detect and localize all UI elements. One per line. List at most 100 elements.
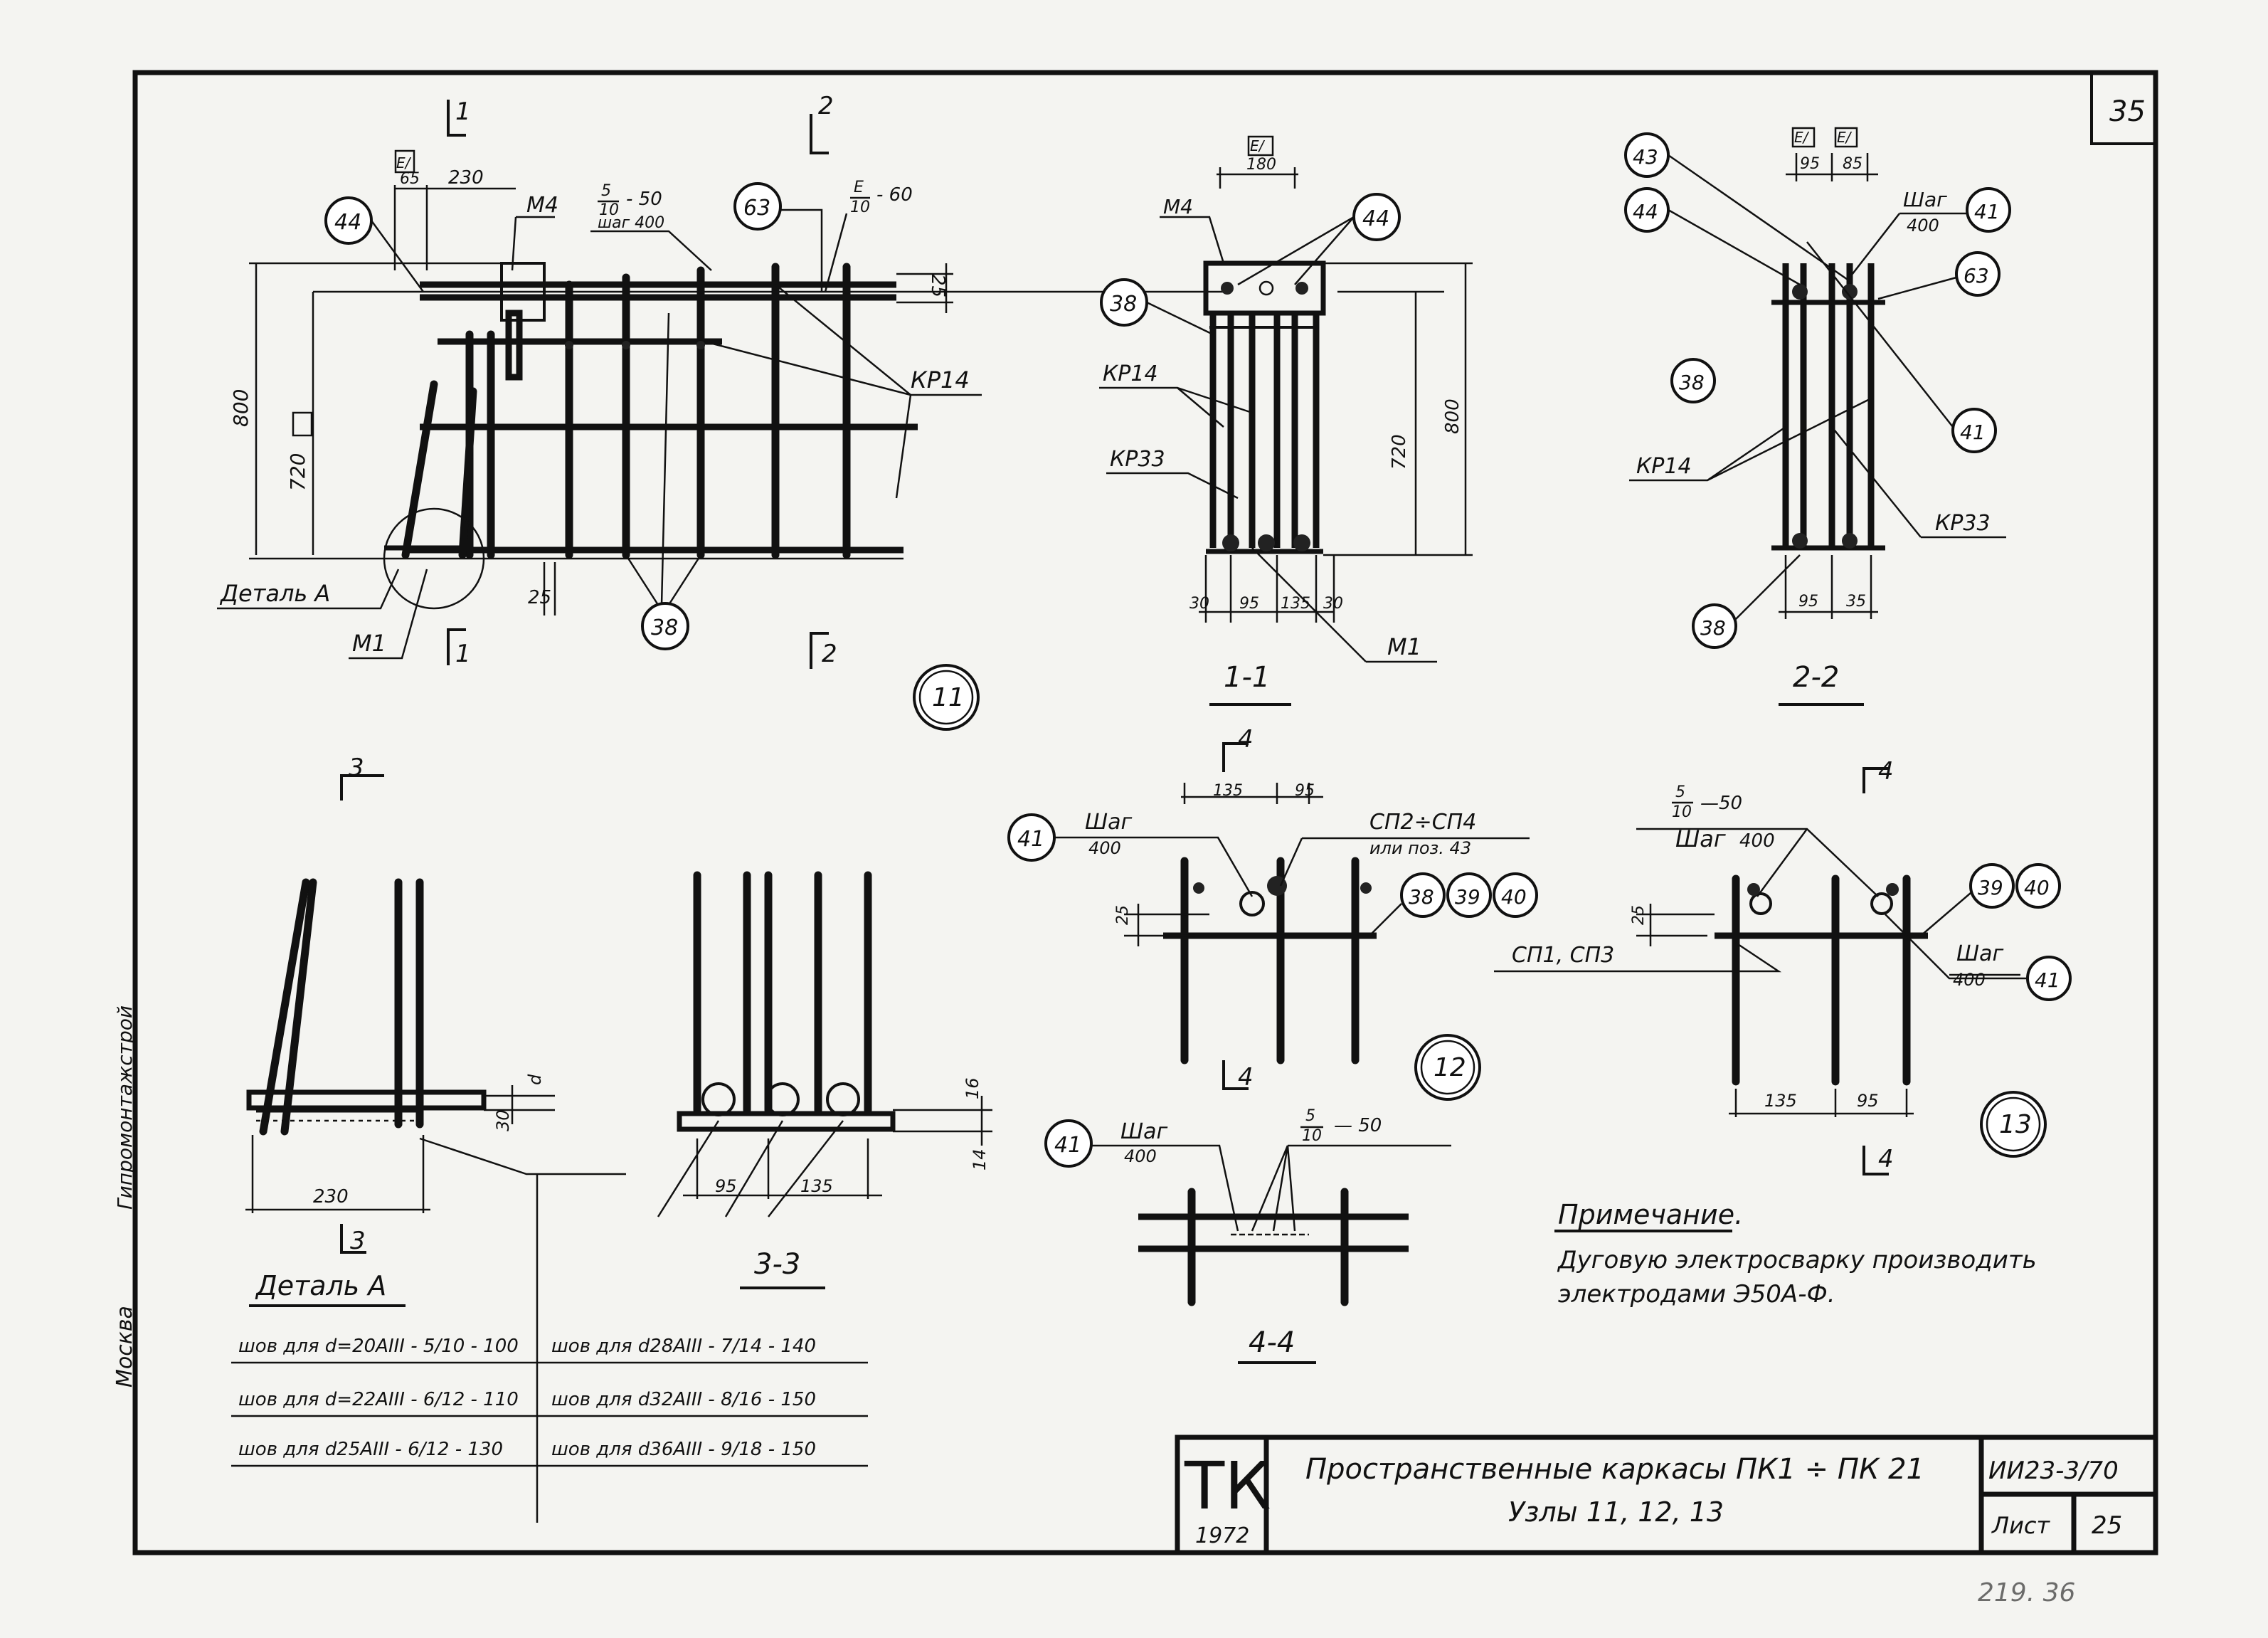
s11-title: 1-1 <box>1224 661 1270 694</box>
s22-bubble-41a <box>1966 187 2011 233</box>
n12-d25: 25 <box>1114 905 1132 925</box>
s22-d95b: 95 <box>1798 593 1818 611</box>
s33-dim-16: 16 <box>963 1077 982 1099</box>
s11-d135: 135 <box>1281 595 1310 613</box>
n13-sec-top: 4 <box>1878 757 1894 786</box>
s3-bot: 3 <box>350 1227 366 1255</box>
bubble-63-text: 63 <box>743 196 770 221</box>
weld-row-4: шов для d28АIII - 7/14 - 140 <box>551 1336 816 1357</box>
n12-bubble-38 <box>1400 872 1446 918</box>
s3-top: 3 <box>349 754 364 782</box>
s11-m4: М4 <box>1163 195 1193 218</box>
weld-top-rest: - 50 <box>626 189 662 210</box>
n13-bubble-39-text: 39 <box>1978 876 2003 899</box>
n12-d95: 95 <box>1295 782 1315 800</box>
detail-dim-d: d <box>525 1074 545 1085</box>
tk-logo: ТК <box>1184 1448 1271 1524</box>
dim-65: 65 <box>400 170 420 188</box>
s33-dim-95: 95 <box>715 1176 737 1196</box>
n13-shag2-v: 400 <box>1953 970 1986 990</box>
s11-m1: М1 <box>1387 633 1421 660</box>
n12-sec-bot: 4 <box>1238 1063 1254 1092</box>
weld-row-3: шов для d25АIII - 6/12 - 130 <box>238 1439 503 1460</box>
section-1-1: Е/ 180 М4 44 38 КР14 КР33 М1 7 <box>1099 135 1473 706</box>
title-line-2: Узлы 11, 12, 13 <box>1508 1496 1724 1528</box>
m4-label: М4 <box>526 193 558 218</box>
s11-d30a: 30 <box>1189 595 1209 613</box>
s22-kp14: КР14 <box>1636 454 1692 479</box>
s11-d95: 95 <box>1239 595 1259 613</box>
s22-bubble-38a-text: 38 <box>1679 371 1705 394</box>
n12-bubble-39 <box>1446 872 1492 918</box>
s22-tag2: Е/ <box>1837 129 1853 146</box>
node-13-number: 13 <box>1999 1110 2032 1139</box>
s22-bubble-41b <box>1951 408 1997 453</box>
s22-bubble-43-text: 43 <box>1633 145 1658 169</box>
weld2-den: 10 <box>850 199 870 216</box>
section-2-2: Е/ Е/ 95 85 43 44 Шаг 400 41 63 38 41 <box>1624 127 2011 706</box>
s11-dim-180: 180 <box>1246 156 1276 174</box>
weld-top-num: 5 <box>601 182 611 200</box>
weld2-rest: - 60 <box>876 184 913 206</box>
s22-bubble-38b <box>1692 603 1737 649</box>
s44-bubble-41-text: 41 <box>1054 1133 1081 1158</box>
title-line-1: Пространственные каркасы ПК1 ÷ ПК 21 <box>1305 1453 1924 1486</box>
n13-cn: СП1, СП3 <box>1512 943 1614 968</box>
s44-shag: Шаг <box>1120 1119 1167 1144</box>
s33-title: 3-3 <box>754 1248 800 1281</box>
sec1-bot: 1 <box>455 640 471 668</box>
corner-stamp: 219. 36 <box>1978 1578 2075 1607</box>
kp14-label: КР14 <box>911 366 970 393</box>
detail-dim-230: 230 <box>313 1186 349 1208</box>
n13-weld-num: 5 <box>1675 783 1685 801</box>
weld-row-5: шов для d32АIII - 8/16 - 150 <box>551 1389 816 1410</box>
corner-number: 35 <box>2109 95 2146 128</box>
node-12: 4 135 95 25 41 Шаг 400 СП2÷СП4 или поз. … <box>1007 725 1538 1101</box>
s22-bubble-38a <box>1670 358 1716 403</box>
s22-tag1: Е/ <box>1794 129 1810 146</box>
detail-a-label: Деталь А <box>219 580 330 607</box>
n12-sec-top: 4 <box>1238 725 1254 754</box>
detail-a: 3 d 30 230 3 Деталь А <box>245 754 626 1307</box>
weld-top-den: 10 <box>599 201 619 219</box>
dim-25-top: 25 <box>927 274 948 297</box>
n13-d25: 25 <box>1630 905 1648 925</box>
s22-kp33: КР33 <box>1935 511 1991 536</box>
s11-bubble-38-text: 38 <box>1110 292 1137 317</box>
s11-kp33: КР33 <box>1110 447 1165 472</box>
node-11-number: 11 <box>932 683 965 712</box>
weld-row-2: шов для d=22АIII - 6/12 - 110 <box>238 1389 519 1410</box>
weld-top-step: шаг 400 <box>598 214 664 232</box>
s44-weld-den: 10 <box>1302 1127 1322 1145</box>
s33-dim-14: 14 <box>970 1148 990 1171</box>
detail-a-title: Деталь А <box>255 1270 386 1301</box>
note: Примечание. Дуговую электросварку произв… <box>1554 1199 2037 1309</box>
detail-dim-30: 30 <box>493 1109 513 1131</box>
dim-230: 230 <box>448 167 484 189</box>
node-11-elevation: 1 1 2 2 800 720 Е/ 65 230 25 25 <box>217 92 1224 731</box>
sheet-label: Лист <box>1991 1512 2050 1539</box>
node-13: 4 5 10 —50 Шаг 400 25 39 40 СП1, СП3 Шаг… <box>1494 757 2072 1175</box>
s22-shag: Шаг <box>1903 188 1947 211</box>
n12-shag-v: 400 <box>1088 838 1121 858</box>
s11-bubble-44-text: 44 <box>1362 206 1389 231</box>
bubble-44-text: 44 <box>334 210 361 235</box>
bubble-38-text: 38 <box>651 615 678 640</box>
s44-bubble-41 <box>1044 1119 1093 1168</box>
sec1-top: 1 <box>455 97 471 126</box>
sheet-number: 25 <box>2092 1511 2122 1540</box>
bubble-38 <box>641 602 689 650</box>
n12-bubble-39-text: 39 <box>1455 885 1480 909</box>
s22-bubble-63 <box>1955 251 2001 297</box>
weld-row-1: шов для d=20АIII - 5/10 - 100 <box>238 1336 519 1357</box>
dim-800: 800 <box>229 389 253 427</box>
s22-shag-v: 400 <box>1907 216 1939 236</box>
dim-25-bot: 25 <box>528 587 551 608</box>
s22-bubble-44-text: 44 <box>1633 200 1658 223</box>
n13-weld-den: 10 <box>1672 803 1692 821</box>
n12-cn-sub: или поз. 43 <box>1369 838 1471 858</box>
n12-bubble-40 <box>1493 872 1538 918</box>
section-3-3: 16 14 95 135 3-3 <box>657 871 992 1289</box>
s44-weld-num: 5 <box>1305 1107 1315 1125</box>
